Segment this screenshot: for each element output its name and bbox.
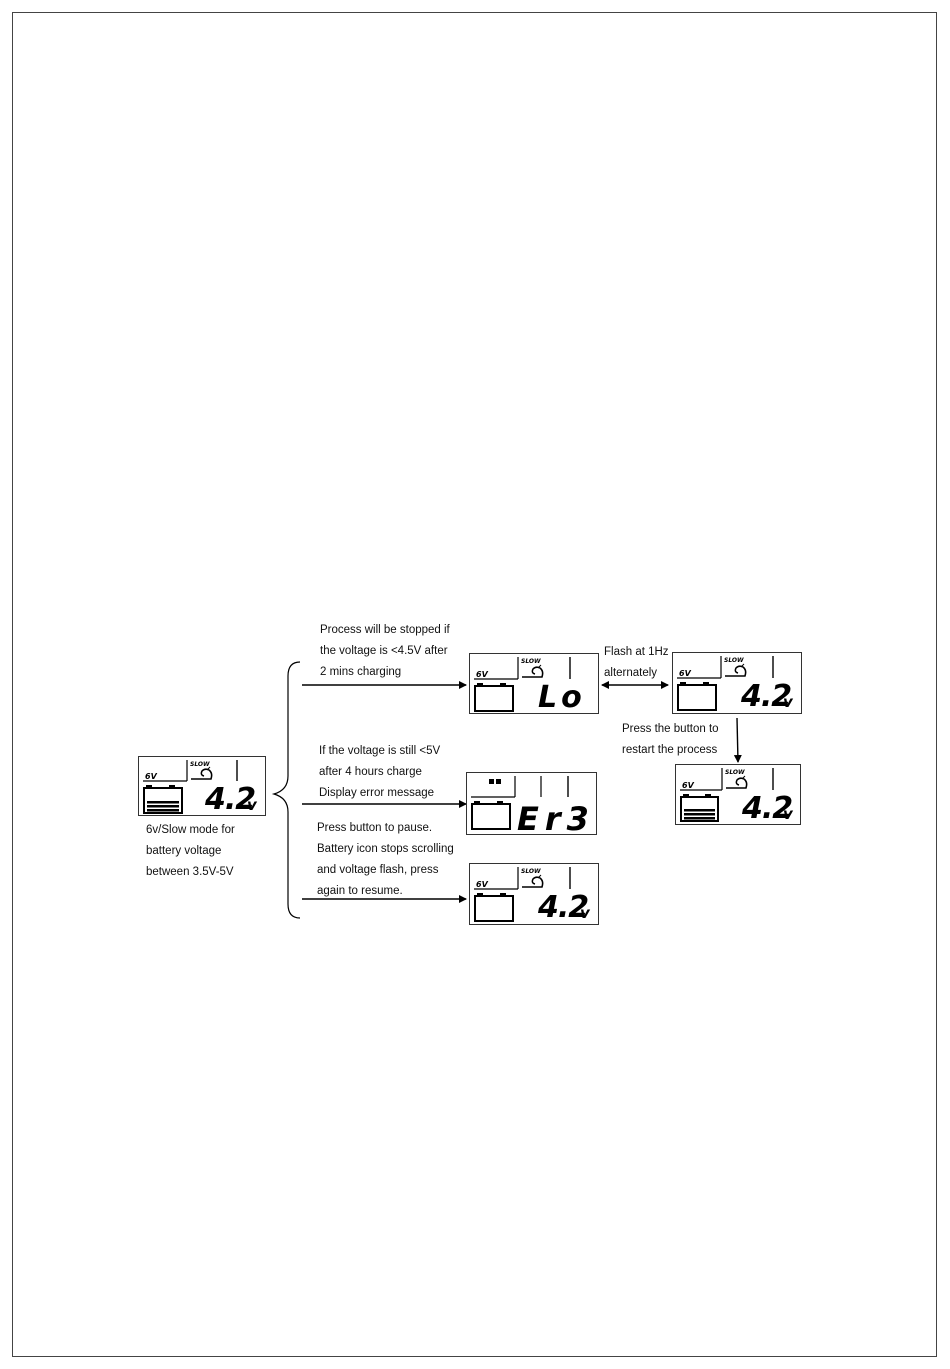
snail-icon xyxy=(726,775,748,789)
speed-label: SLOW xyxy=(724,657,744,664)
note-line: battery voltage xyxy=(146,845,222,857)
snail-icon xyxy=(191,766,213,780)
low-voltage-code: Lo xyxy=(538,680,586,714)
lcd-display-pause: 6V SLOW 4.2 v xyxy=(469,863,599,925)
battery-icon xyxy=(680,794,719,822)
voltage-value: 4.2 xyxy=(741,679,792,714)
note-line: and voltage flash, press xyxy=(317,864,439,876)
lcd-display-restart: 6V SLOW 4.2 v xyxy=(675,764,801,825)
speed-label: SLOW xyxy=(521,868,541,875)
note-line: after 4 hours charge xyxy=(319,766,422,778)
lcd-display-main: 6V SLOW 4.2 v xyxy=(138,756,266,816)
speed-label: SLOW xyxy=(521,658,541,665)
note-line: 6v/Slow mode for xyxy=(146,824,235,836)
note-stopped: Process will be stopped if the voltage i… xyxy=(320,620,450,683)
page-border xyxy=(12,12,937,1357)
voltage-unit: v xyxy=(783,805,793,823)
note-line: Battery icon stops scrolling xyxy=(317,843,454,855)
voltage-unit: v xyxy=(783,693,793,711)
battery-icon xyxy=(143,785,183,814)
note-line: 2 mins charging xyxy=(320,666,402,678)
speed-label: SLOW xyxy=(190,761,210,768)
voltage-value: 4.2 xyxy=(742,791,793,825)
note-restart: Press the button to restart the process xyxy=(622,719,719,761)
note-line: Flash at 1Hz xyxy=(604,646,669,658)
voltage-unit: v xyxy=(580,904,590,922)
note-line: Press button to pause. xyxy=(317,822,433,834)
lcd-segments xyxy=(474,867,571,922)
note-line: Display error message xyxy=(319,787,435,799)
lcd-segments xyxy=(471,776,569,830)
note-line: If the voltage is still <5V xyxy=(319,745,441,757)
snail-icon xyxy=(522,874,544,888)
note-line: Process will be stopped if xyxy=(320,624,450,636)
mode-label: 6V xyxy=(679,669,691,678)
lcd-segments xyxy=(474,657,571,712)
arrow-restart xyxy=(733,717,742,763)
speed-label: SLOW xyxy=(725,769,745,776)
mode-label: 6V xyxy=(476,670,488,679)
note-main-mode: 6v/Slow mode for battery voltage between… xyxy=(146,820,235,883)
battery-icon xyxy=(677,682,717,711)
note-line: again to resume. xyxy=(317,885,403,897)
lcd-display-low: 6V SLOW Lo xyxy=(469,653,599,714)
note-line: the voltage is <4.5V after xyxy=(320,645,448,657)
lcd-display-error: Er3 xyxy=(466,772,597,835)
mode-label: 6V xyxy=(145,772,157,781)
lcd-display-alternate: 6V SLOW 4.2 v xyxy=(672,652,802,714)
mode-label: 6V xyxy=(476,880,488,889)
note-pause: Press button to pause. Battery icon stop… xyxy=(317,818,454,902)
error-code: Er3 xyxy=(517,800,595,835)
lcd-segments xyxy=(680,768,774,822)
voltage-unit: v xyxy=(247,796,257,814)
note-error: If the voltage is still <5V after 4 hour… xyxy=(319,741,440,804)
mode-label: 6V xyxy=(682,781,694,790)
battery-icon xyxy=(474,893,514,922)
note-flash: Flash at 1Hz alternately xyxy=(604,642,669,684)
note-line: between 3.5V-5V xyxy=(146,866,234,878)
note-line: restart the process xyxy=(622,744,718,756)
voltage-value: 4.2 xyxy=(538,890,589,925)
snail-icon xyxy=(725,663,747,677)
lcd-segments xyxy=(677,656,774,711)
curly-brace xyxy=(271,661,301,919)
lcd-segments xyxy=(143,760,238,814)
battery-icon xyxy=(474,683,514,712)
note-line: alternately xyxy=(604,667,658,679)
battery-icon xyxy=(471,801,511,830)
note-line: Press the button to xyxy=(622,723,719,735)
voltage-value: 4.2 xyxy=(205,782,256,816)
snail-icon xyxy=(522,664,544,678)
